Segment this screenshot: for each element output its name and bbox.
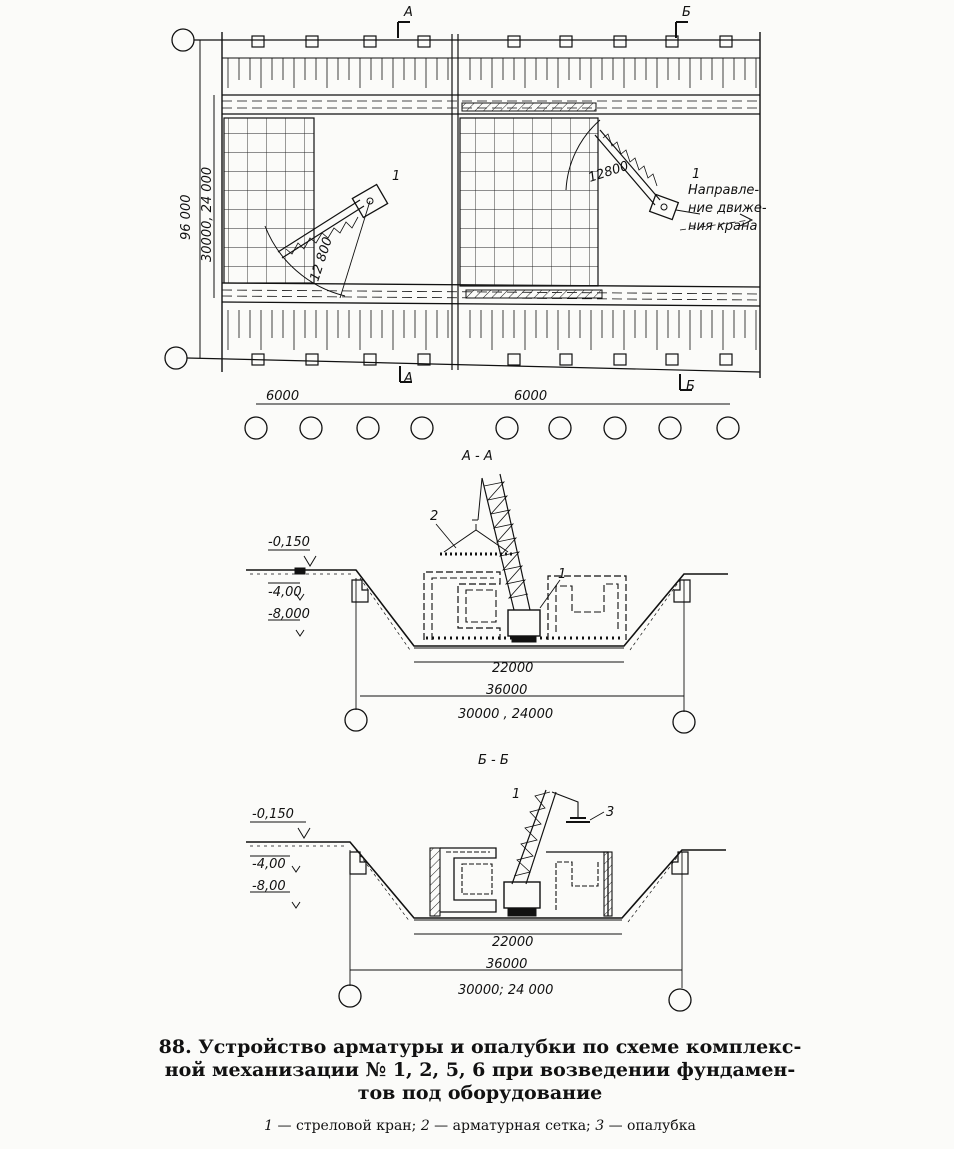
legend-text-2: — арматурная сетка; [429, 1118, 596, 1134]
mesh-area-right [459, 117, 599, 287]
direction-note-1: Направле- [688, 183, 759, 198]
caption-line-3: тов под оборудование [357, 1082, 603, 1104]
crane-marker-left: 1 [392, 169, 400, 184]
direction-note-3: ния крана [688, 219, 757, 234]
figure-legend: 1 — стреловой кран; 2 — арматурная сетка… [100, 1118, 860, 1134]
section-aa-elev-2: -4,00 [268, 585, 302, 600]
section-bb-elev-2: -4,00 [252, 857, 286, 872]
dim-pit-width: 30000, 24 000 [200, 167, 215, 262]
legend-text-1: — стреловой кран; [273, 1118, 421, 1134]
section-bb-title: Б - Б [478, 753, 509, 768]
section-a-bottom: А [403, 371, 413, 386]
section-b-top: Б [682, 5, 691, 20]
mesh-area-left [223, 117, 315, 284]
section-bb-marker-1: 1 [512, 787, 520, 802]
section-aa-dim-bottom: 22000 [492, 661, 533, 676]
section-aa-dim-mid: 36000 [486, 683, 527, 698]
direction-note-2: ние движе- [688, 201, 767, 216]
section-bb-dim-bottom: 22000 [492, 935, 533, 950]
section-a-top: А [403, 5, 413, 20]
legend-num-1: 1 [264, 1118, 274, 1134]
span-right-label: 6000 [514, 389, 547, 404]
span-left-label: 6000 [266, 389, 299, 404]
section-aa-dim-axes: 30000 , 24000 [458, 707, 553, 722]
caption-line-1: 88. Устройство арматуры и опалубки по сх… [158, 1036, 802, 1058]
section-bb-elev-3: -8,00 [252, 879, 286, 894]
section-bb [246, 789, 726, 1012]
section-aa [246, 473, 728, 734]
section-aa-marker-2: 2 [430, 509, 438, 524]
plan-view [164, 21, 761, 440]
axis-circles-row [244, 416, 740, 440]
dim-total-width: 96 000 [179, 195, 194, 241]
crane-plan-right [565, 119, 754, 231]
legend-text-3: — опалубка [604, 1118, 696, 1134]
section-aa-title: А - А [461, 449, 493, 464]
section-bb-marker-3: 3 [606, 805, 614, 820]
section-aa-marker-1: 1 [558, 567, 566, 582]
crane-plan-left [264, 183, 389, 299]
crane-marker-right: 1 [692, 167, 700, 182]
legend-num-3: 3 [595, 1118, 605, 1134]
legend-num-2: 2 [420, 1118, 430, 1134]
section-bb-elev-1: -0,150 [252, 807, 294, 822]
figure-caption: 88. Устройство арматуры и опалубки по сх… [100, 1036, 860, 1105]
section-bb-dim-mid: 36000 [486, 957, 527, 972]
section-bb-dim-axes: 30000; 24 000 [458, 983, 553, 998]
section-b-bottom: Б [686, 379, 695, 394]
section-aa-elev-1: -0,150 [268, 535, 310, 550]
caption-line-2: ной механизации № 1, 2, 5, 6 при возведе… [164, 1059, 796, 1081]
section-aa-elev-3: -8,000 [268, 607, 310, 622]
